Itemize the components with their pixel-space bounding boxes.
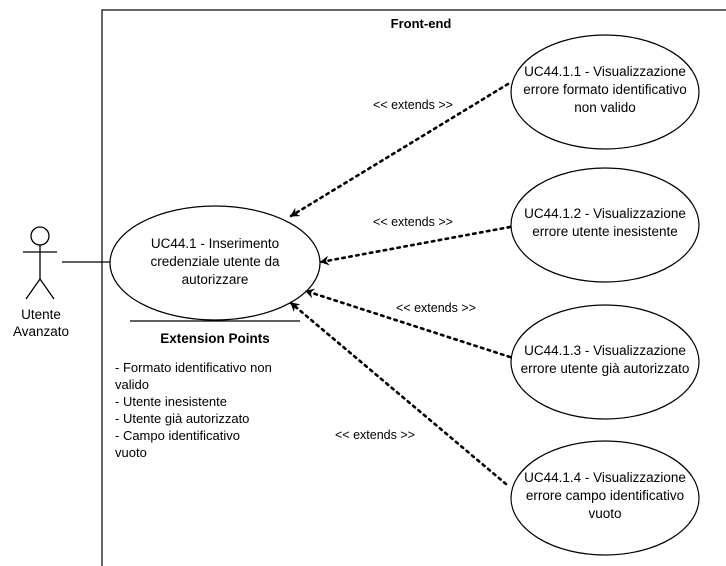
extend-label-3: << extends >> bbox=[396, 301, 476, 315]
extension-point-line5: - Campo identificativo bbox=[115, 428, 240, 443]
extend-relation-4 bbox=[289, 301, 508, 486]
uc2-line1: UC44.1.2 - Visualizzazione bbox=[524, 206, 686, 221]
extension-point-line2: valido bbox=[115, 377, 149, 392]
uc1-line2: errore formato identificativo bbox=[523, 82, 687, 97]
uc4-line3: vuoto bbox=[588, 506, 621, 521]
extending-use-case-3: UC44.1.3 - Visualizzazione errore utente… bbox=[510, 304, 700, 420]
uc1-line1: UC44.1.1 - Visualizzazione bbox=[524, 64, 686, 79]
extend-label-2: << extends >> bbox=[373, 215, 453, 229]
uc4-line1: UC44.1.4 - Visualizzazione bbox=[524, 470, 686, 485]
extension-point-line4: - Utente già autorizzato bbox=[115, 411, 249, 426]
uc3-line1: UC44.1.3 - Visualizzazione bbox=[524, 343, 686, 358]
extension-points-title: Extension Points bbox=[160, 331, 270, 346]
extend-relation-3 bbox=[304, 288, 512, 359]
extending-use-case-4: UC44.1.4 - Visualizzazione errore campo … bbox=[510, 440, 700, 556]
extend-relation-2 bbox=[319, 225, 512, 266]
extension-point-line1: - Formato identificativo non bbox=[115, 360, 272, 375]
extend-label-4: << extends >> bbox=[335, 428, 415, 442]
main-use-case-line1: UC44.1 - Inserimento bbox=[151, 236, 279, 251]
uc3-line2: errore utente già autorizzato bbox=[521, 361, 690, 376]
uc1-line3: non valido bbox=[574, 100, 636, 115]
actor-head-icon bbox=[30, 226, 50, 246]
system-boundary bbox=[101, 9, 726, 566]
uc2-line2: errore utente inesistente bbox=[532, 224, 678, 239]
extension-point-line3: - Utente inesistente bbox=[115, 394, 227, 409]
extend-relation-1 bbox=[289, 82, 510, 218]
extension-point-line6: vuoto bbox=[115, 445, 147, 460]
system-boundary-title: Front-end bbox=[391, 16, 452, 31]
extending-use-case-1: UC44.1.1 - Visualizzazione errore format… bbox=[510, 34, 700, 150]
actor-utente-avanzato bbox=[23, 226, 57, 300]
main-use-case-line2: credenziale utente da bbox=[150, 254, 280, 269]
extend-label-1: << extends >> bbox=[373, 98, 453, 112]
main-use-case: UC44.1 - Inserimento credenziale utente … bbox=[109, 205, 321, 321]
actor-label-line1: Utente bbox=[21, 307, 61, 322]
extending-use-case-2: UC44.1.2 - Visualizzazione errore utente… bbox=[510, 167, 700, 283]
actor-label-line2: Avanzato bbox=[13, 324, 69, 339]
main-use-case-line3: autorizzare bbox=[182, 272, 249, 287]
uc4-line2: errore campo identificativo bbox=[526, 488, 684, 503]
